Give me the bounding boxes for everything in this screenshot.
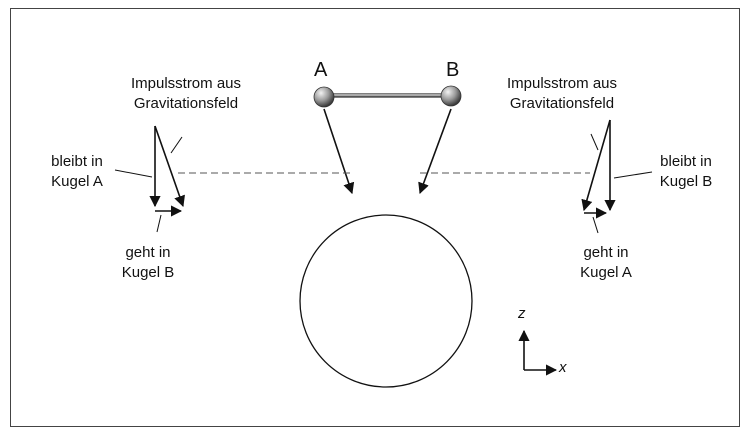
left-stays-line2: Kugel A (51, 173, 103, 190)
right-goes-label: geht in Kugel A (566, 243, 646, 283)
right-title-line1: Impulsstrom aus (506, 75, 618, 92)
right-goes-line2: Kugel A (580, 264, 632, 281)
diagram-frame (10, 8, 740, 427)
left-goes-line2: Kugel B (121, 264, 175, 281)
right-stays-line2: Kugel B (659, 173, 713, 190)
left-title-line2: Gravitationsfeld (133, 95, 239, 112)
force-arrow-a (323, 108, 355, 195)
right-title-line2: Gravitationsfeld (509, 95, 615, 112)
right-goes-line1: geht in (583, 244, 629, 261)
left-stays-line1: bleibt in (51, 153, 103, 170)
right-total-arrow (581, 119, 611, 212)
force-arrow-b (418, 108, 452, 195)
left-title: Impulsstrom aus Gravitationsfeld (106, 74, 266, 114)
label-a: A (314, 59, 328, 81)
right-vector-triangle (581, 119, 653, 234)
right-stays-line1: bleibt in (660, 153, 712, 170)
left-goes-line1: geht in (125, 244, 171, 261)
sphere-a (313, 86, 335, 108)
left-goes-label: geht in Kugel B (108, 243, 188, 283)
left-vector-triangle (114, 125, 185, 233)
dumbbell (313, 85, 462, 108)
label-b: B (446, 59, 460, 81)
left-title-line1: Impulsstrom aus (130, 75, 242, 92)
sphere-b (440, 85, 462, 107)
left-total-arrow (154, 125, 185, 208)
x-axis-label: x (559, 359, 567, 376)
left-stays-label: bleibt in Kugel A (38, 152, 116, 192)
right-stays-label: bleibt in Kugel B (646, 152, 726, 192)
axes-indicator (518, 329, 558, 376)
central-body-circle (299, 214, 473, 388)
right-title: Impulsstrom aus Gravitationsfeld (482, 74, 642, 114)
z-axis-label: z (518, 305, 526, 322)
